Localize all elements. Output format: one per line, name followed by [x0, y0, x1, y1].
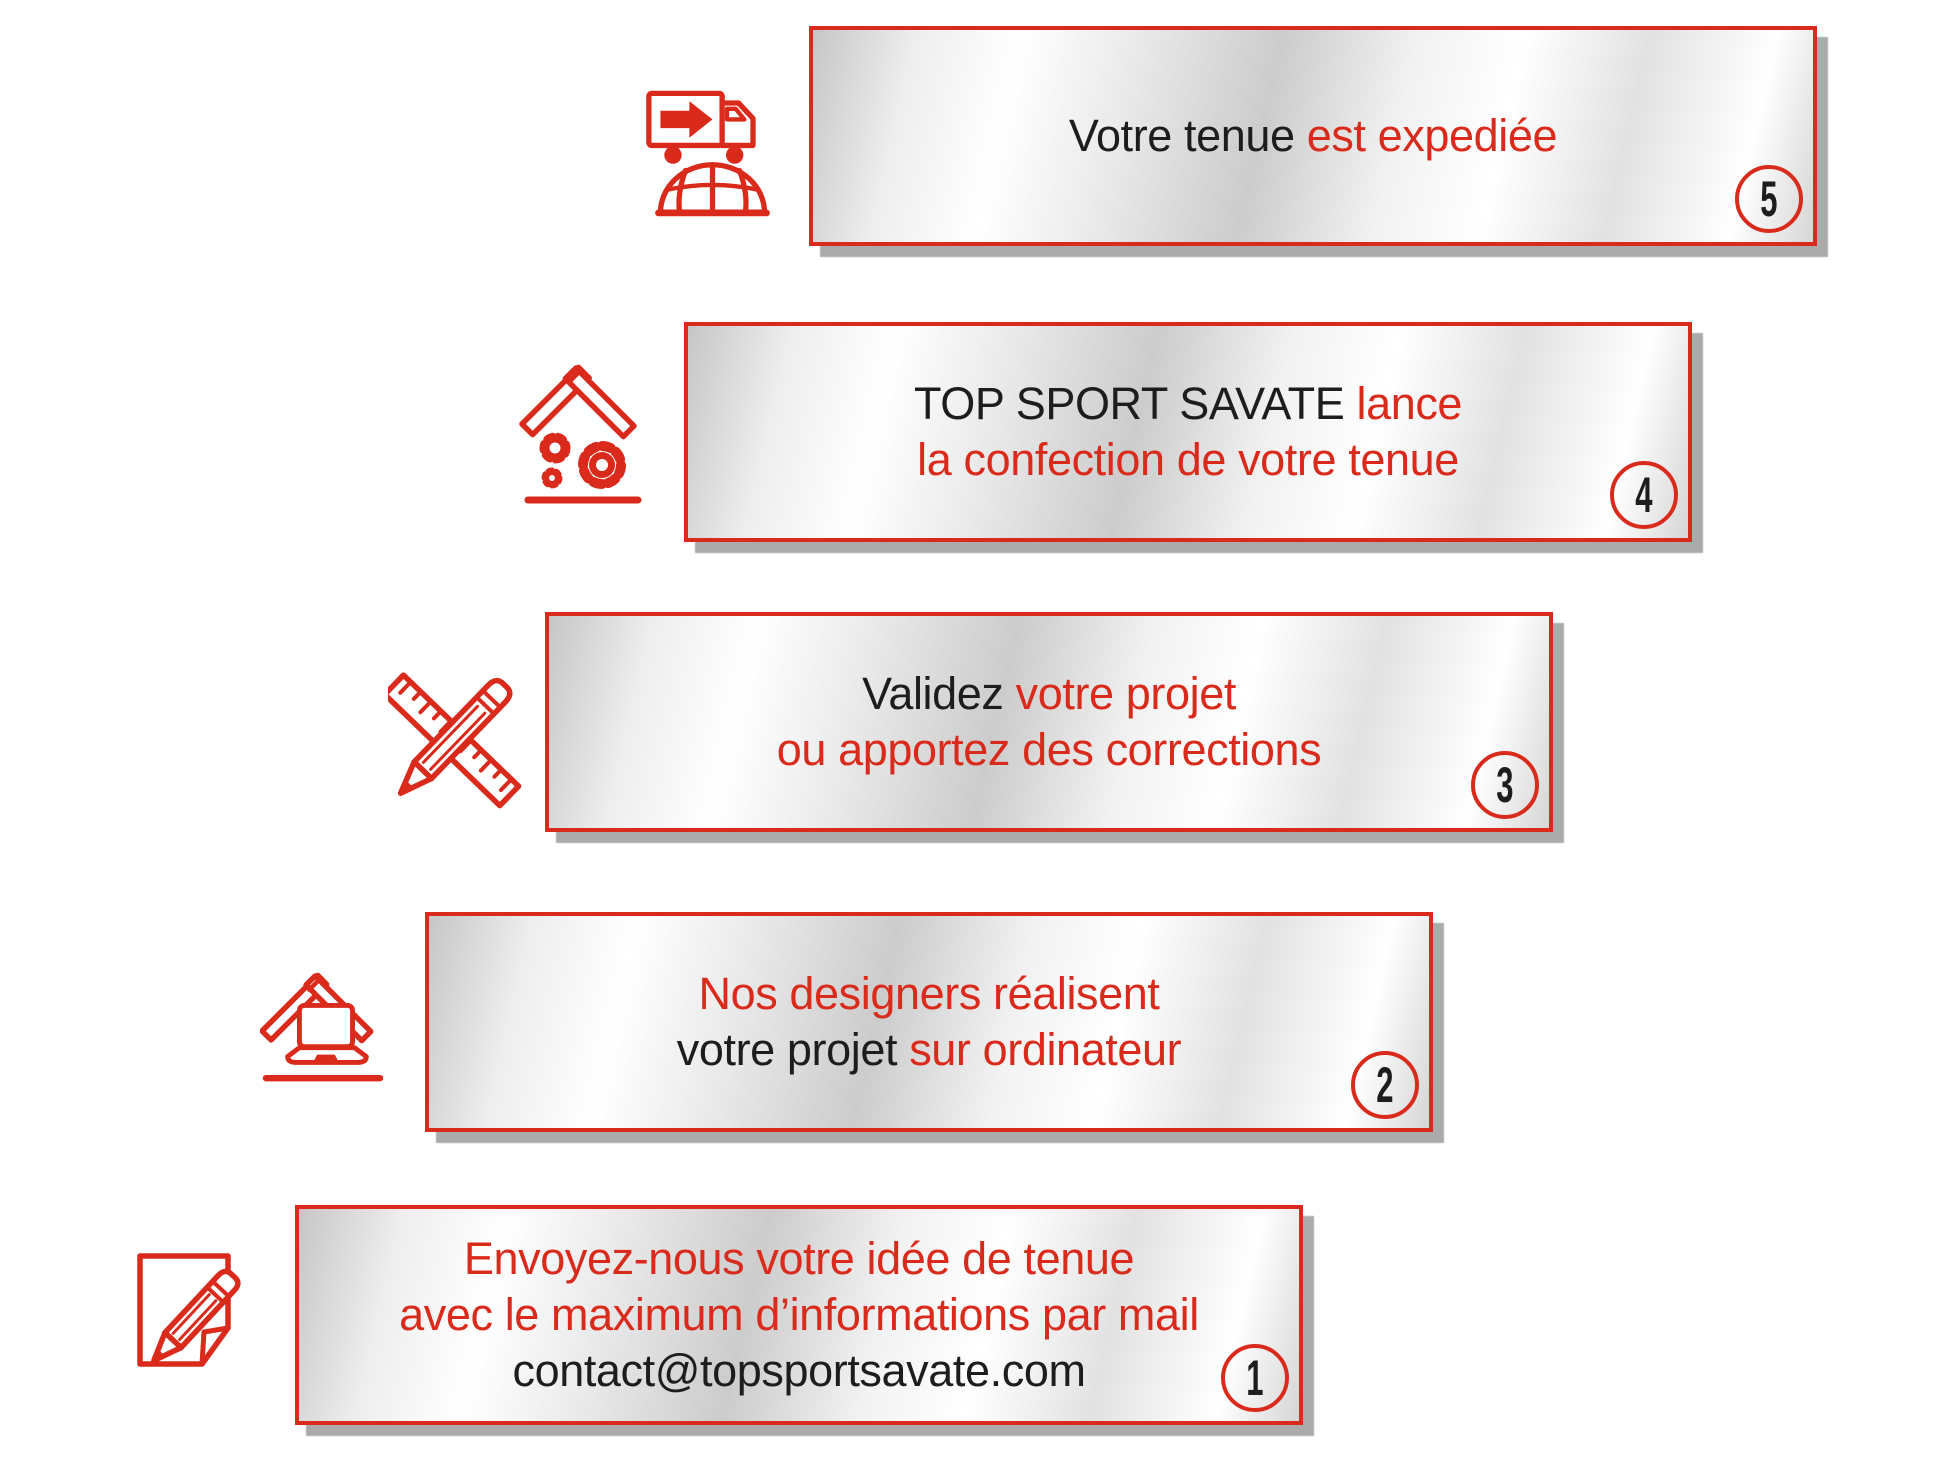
step-3-banner: Validez votre projet ou apportez des cor… [545, 612, 1553, 832]
step-number: 3 [1496, 757, 1514, 813]
step-number: 4 [1635, 467, 1653, 523]
step-5-banner: Votre tenue est expediée 5 [809, 26, 1817, 246]
step-text-line: Validez votre projet [862, 666, 1236, 722]
step-text-segment: avec le maximum d’informations par mail [399, 1289, 1199, 1340]
step-text-line: la confection de votre tenue [917, 432, 1459, 488]
step-text-segment: Nos designers réalisent [698, 968, 1160, 1019]
step-3-number-badge: 3 [1471, 751, 1539, 819]
step-1-number-badge: 1 [1221, 1344, 1289, 1412]
step-text-segment: la confection de votre tenue [917, 434, 1459, 485]
step-2-number-badge: 2 [1351, 1051, 1419, 1119]
workshop-gears-icon [519, 364, 642, 504]
step-1-banner: Envoyez-nous votre idée de tenue avec le… [295, 1205, 1303, 1425]
step-text-segment: votre projet [676, 1024, 910, 1075]
step-text-segment: lance [1356, 378, 1463, 429]
step-text-line: Nos designers réalisent [698, 966, 1159, 1022]
step-text-segment: Envoyez-nous votre idée de tenue [463, 1233, 1135, 1284]
step-text-segment: votre projet [1015, 668, 1237, 719]
step-number: 1 [1246, 1350, 1264, 1406]
step-text-line: ou apportez des corrections [777, 722, 1322, 778]
step-text-segment: sur ordinateur [909, 1024, 1182, 1075]
step-text-line: votre projet sur ordinateur [676, 1022, 1182, 1078]
ruler-and-pencil-icon [388, 672, 522, 809]
step-text-segment: Validez [862, 668, 1016, 719]
step-number: 5 [1760, 171, 1778, 227]
step-text-line: Votre tenue est expediée [1068, 108, 1558, 164]
step-2-banner: Nos designers réalisent votre projet sur… [425, 912, 1433, 1132]
step-4-number-badge: 4 [1610, 461, 1678, 529]
delivery-truck-icon [646, 90, 770, 217]
step-4-banner: TOP SPORT SAVATE lance la confection de … [684, 322, 1692, 542]
step-number: 2 [1376, 1057, 1394, 1113]
step-text-segment: ou apportez des corrections [776, 724, 1322, 775]
step-text-line: contact@topsportsavate.com [512, 1343, 1085, 1399]
step-text-line: Envoyez-nous votre idée de tenue [463, 1231, 1135, 1287]
step-5-number-badge: 5 [1735, 165, 1803, 233]
step-text-segment: est expediée [1306, 110, 1558, 161]
designer-laptop-icon [260, 972, 384, 1082]
contact-email: contact@topsportsavate.com [512, 1345, 1086, 1396]
step-text-line: avec le maximum d’informations par mail [399, 1287, 1199, 1343]
step-text-line: TOP SPORT SAVATE lance [913, 376, 1463, 432]
step-text-segment: TOP SPORT SAVATE [913, 378, 1357, 429]
step-text-segment: Votre tenue [1068, 110, 1307, 161]
note-and-pencil-icon [137, 1253, 241, 1367]
